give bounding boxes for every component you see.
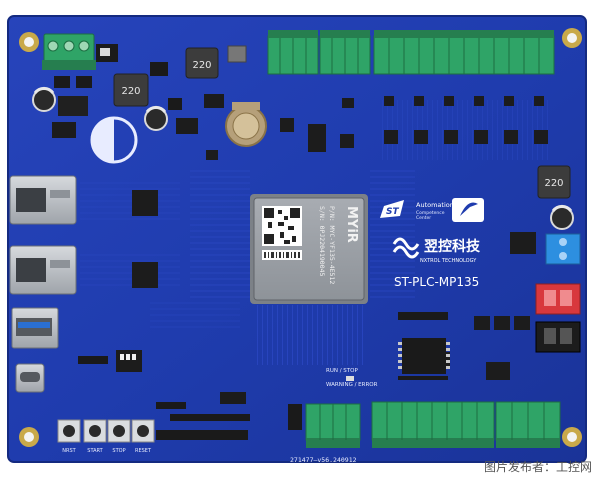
terminal-block-top-3: [373, 30, 555, 75]
buzzer-outline: [90, 116, 138, 164]
terminal-red: [535, 283, 581, 315]
som-sn: S/N: 0PJ2204190045: [318, 206, 326, 277]
inductor-3: 220: [537, 165, 571, 199]
inductor-2: 220: [113, 73, 149, 107]
automation-badge: Automation Competence Center: [416, 198, 484, 222]
svg-text:220: 220: [121, 86, 140, 97]
capacitor: [32, 86, 56, 112]
svg-text:STOP: STOP: [112, 448, 125, 454]
terminal-blue: [545, 233, 581, 265]
svg-text:Center: Center: [416, 215, 431, 221]
brand-cn: 翌控科技: [424, 238, 481, 255]
mounting-holes: [19, 28, 582, 447]
watermark: 图片发布者：工控网: [484, 459, 592, 474]
driver-ic: [398, 338, 450, 374]
nxtrol-logo: 翌控科技 NXTROL TECHNOLOGY: [392, 237, 481, 264]
power-terminal: [42, 33, 96, 70]
terminal-block-top-2: [319, 30, 371, 75]
ethernet-port-1: [9, 175, 77, 225]
st-logo: ST: [380, 200, 404, 218]
button-start: START: [83, 419, 107, 454]
pin-header-bottom: [156, 402, 250, 440]
svg-text:Automation: Automation: [416, 201, 454, 209]
usb-c-port: [15, 363, 45, 393]
svg-text:Competence: Competence: [416, 210, 445, 216]
button-reset: RESET: [131, 419, 155, 454]
ethernet-port-2: [9, 245, 77, 295]
svg-text:220: 220: [192, 60, 211, 71]
svg-text:ST: ST: [386, 207, 399, 217]
terminal-block-top-1: [267, 30, 319, 75]
capacitor: [550, 204, 574, 230]
coin-cell-battery: [225, 102, 267, 147]
warning-label: WARNING / ERROR: [326, 382, 378, 388]
button-nrst: NRST: [57, 419, 81, 454]
terminal-block-bottom-1: [305, 403, 361, 448]
inductor-1: 220: [185, 47, 219, 79]
svg-text:START: START: [87, 448, 103, 454]
board-serial: 271477—v56.240912: [290, 456, 357, 464]
terminal-black: [535, 321, 581, 353]
board-model: ST-PLC-MP135: [394, 275, 479, 289]
terminal-block-bottom-2: [371, 401, 495, 448]
som-module: MYiR P/N: MYC-YF135-4E512 S/N: 0PJ220419…: [250, 194, 368, 304]
run-stop-label: RUN / STOP: [326, 368, 358, 374]
dip-switch: [116, 350, 142, 372]
button-stop: STOP: [107, 419, 131, 454]
terminal-block-bottom-3: [495, 401, 561, 448]
brand-en: NXTROL TECHNOLOGY: [420, 258, 477, 264]
svg-text:RESET: RESET: [135, 448, 152, 454]
svg-text:NRST: NRST: [62, 448, 76, 454]
usb-a-port: [11, 307, 59, 349]
som-logo: MYiR: [344, 206, 359, 243]
capacitor: [144, 105, 168, 131]
svg-text:220: 220: [544, 178, 563, 189]
som-pn: P/N: MYC-YF135-4E512: [328, 206, 336, 284]
